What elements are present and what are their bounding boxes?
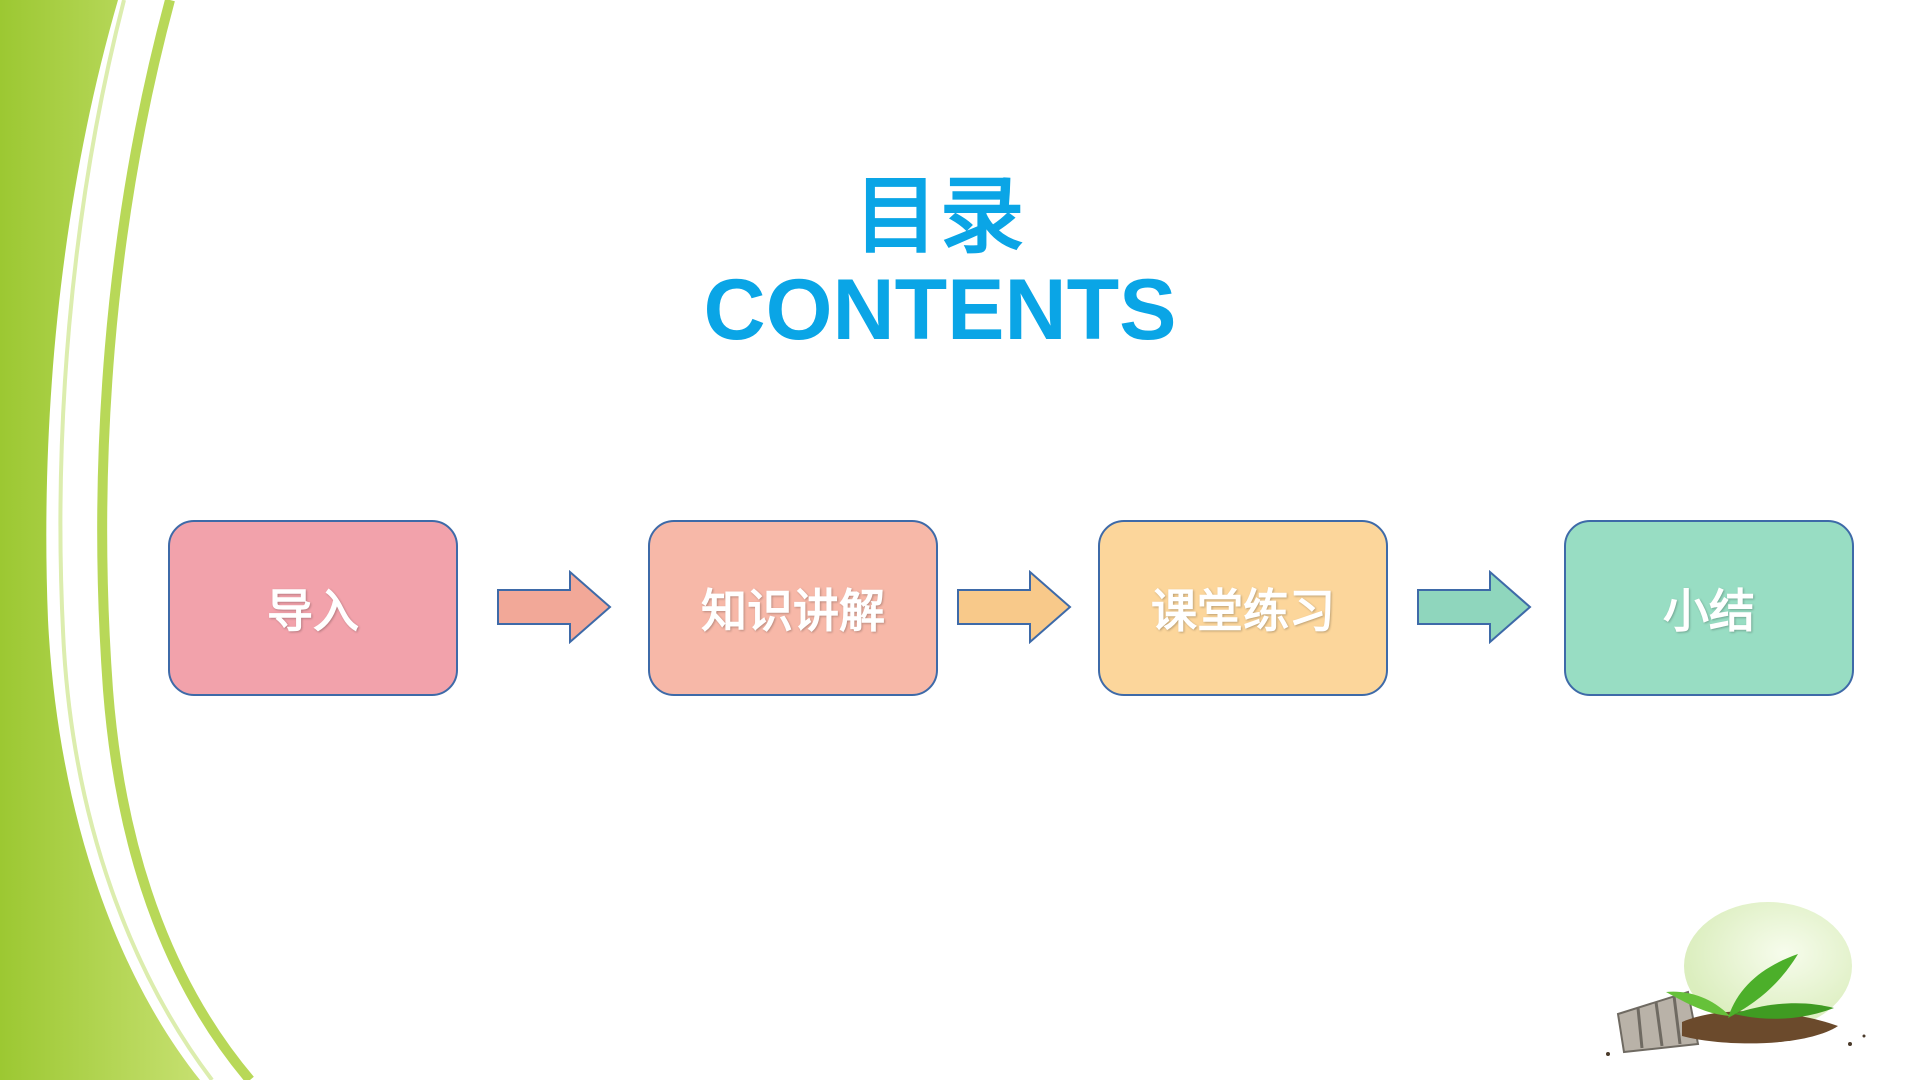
title-chinese: 目录 (853, 167, 1026, 265)
arrow-right-icon (957, 570, 1072, 644)
step-practice-box[interactable]: 课堂练习 (1098, 520, 1388, 696)
step-knowledge-box[interactable]: 知识讲解 (648, 520, 938, 696)
step-practice-label: 课堂练习 (1151, 584, 1335, 638)
step-summary-box[interactable]: 小结 (1564, 520, 1854, 696)
title-english: CONTENTS (703, 262, 1177, 358)
step-intro-label: 导入 (267, 584, 359, 638)
arrow-right-icon (497, 570, 612, 644)
step-knowledge-label: 知识讲解 (701, 584, 885, 638)
step-intro-box[interactable]: 导入 (168, 520, 458, 696)
step-summary-label: 小结 (1663, 584, 1755, 638)
green-swoosh-icon (0, 0, 254, 1080)
arrow-right-icon (1417, 570, 1532, 644)
lightbulb-sprout-icon (1606, 902, 1866, 1056)
title-block: 目录 CONTENTS (640, 170, 1240, 358)
